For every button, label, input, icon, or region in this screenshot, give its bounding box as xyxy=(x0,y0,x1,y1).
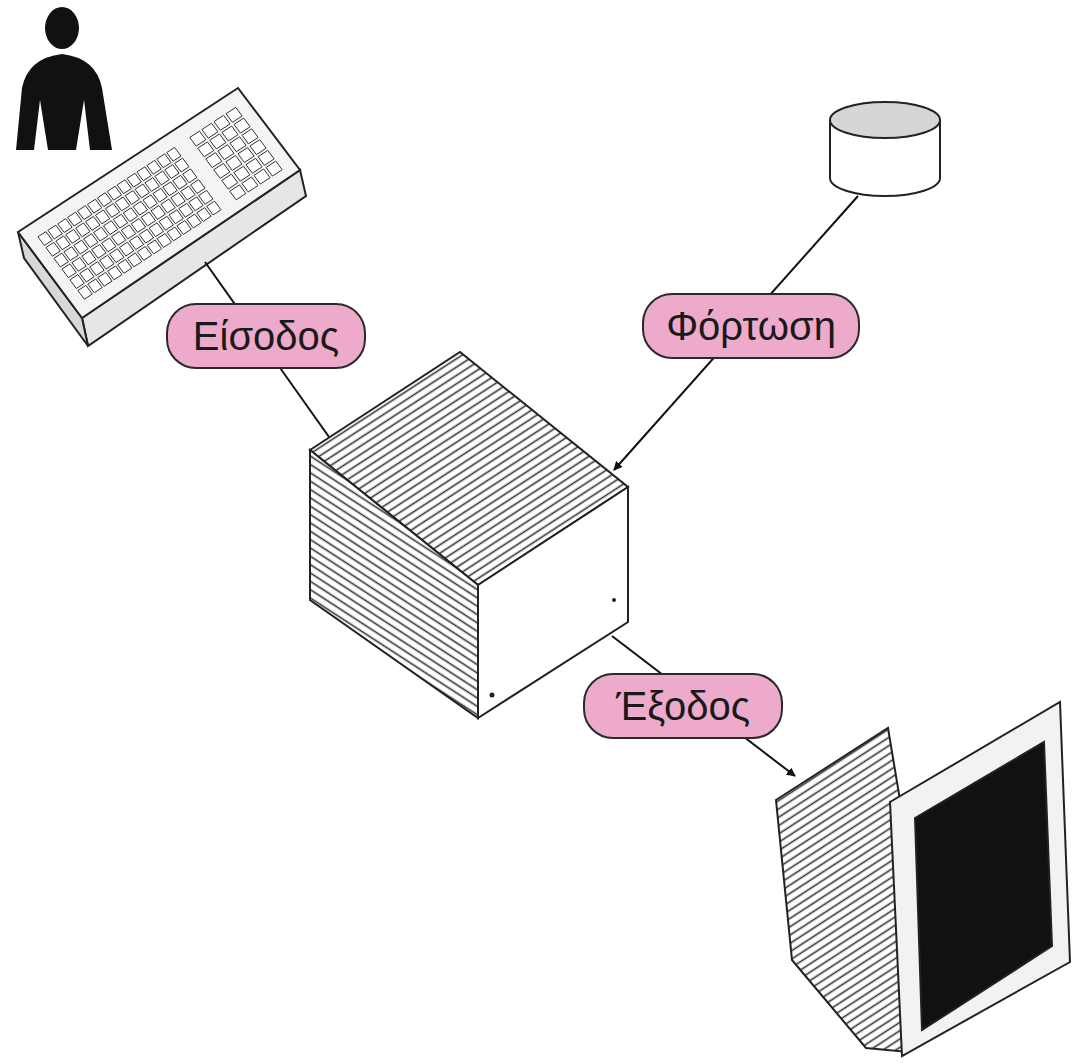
box-dot xyxy=(490,693,495,698)
person-head xyxy=(45,7,79,49)
keyboard-key xyxy=(202,123,218,138)
keyboard-key xyxy=(254,169,270,184)
keyboard-key xyxy=(183,169,197,183)
keyboard-key xyxy=(214,115,230,130)
keyboard-top xyxy=(18,88,300,318)
label-pill: Έξοδος xyxy=(583,673,783,739)
pill-text: Είσοδος xyxy=(193,314,339,358)
keyboard-key xyxy=(222,126,238,141)
keyboard-key xyxy=(238,148,254,163)
keyboard-key xyxy=(206,153,222,168)
pill-text: Φόρτωση xyxy=(666,304,836,348)
keyboard-key xyxy=(207,201,221,215)
keyboard-key xyxy=(258,150,274,165)
computer-box xyxy=(310,352,628,718)
keyboard-key xyxy=(234,118,250,133)
keyboard-key xyxy=(230,185,246,200)
keyboard-key xyxy=(218,145,234,160)
monitor-housing xyxy=(776,728,908,1052)
keyboard-key xyxy=(214,163,230,178)
keyboard-key xyxy=(266,161,282,176)
keyboard-key xyxy=(226,155,242,170)
keyboard-key xyxy=(250,140,266,155)
label-pill: Είσοδος xyxy=(166,303,366,369)
keyboard-key xyxy=(246,158,262,173)
box-left xyxy=(310,450,478,718)
keyboard-key xyxy=(226,107,242,122)
keyboard-key xyxy=(242,129,258,144)
monitor xyxy=(776,702,1070,1056)
keyboard-key xyxy=(199,190,213,204)
disk-cylinder xyxy=(830,102,940,196)
keyboard-key xyxy=(210,134,226,149)
keyboard-key xyxy=(198,142,214,157)
person-icon xyxy=(16,7,112,150)
keyboard-key xyxy=(242,177,258,192)
label-pill: Φόρτωση xyxy=(642,293,860,359)
monitor-bezel xyxy=(890,702,1070,1056)
pill-text: Έξοδος xyxy=(616,684,750,728)
person-body xyxy=(16,54,112,150)
monitor-screen xyxy=(915,742,1052,1030)
keyboard-key xyxy=(234,166,250,181)
keyboard-key xyxy=(191,180,205,194)
box-dot xyxy=(612,598,616,602)
keyboard-keys xyxy=(38,107,282,299)
keyboard-key xyxy=(222,174,238,189)
keyboard-key xyxy=(190,131,206,146)
keyboard-key xyxy=(175,158,189,172)
keyboard-key xyxy=(167,147,181,161)
keyboard-key xyxy=(230,137,246,152)
